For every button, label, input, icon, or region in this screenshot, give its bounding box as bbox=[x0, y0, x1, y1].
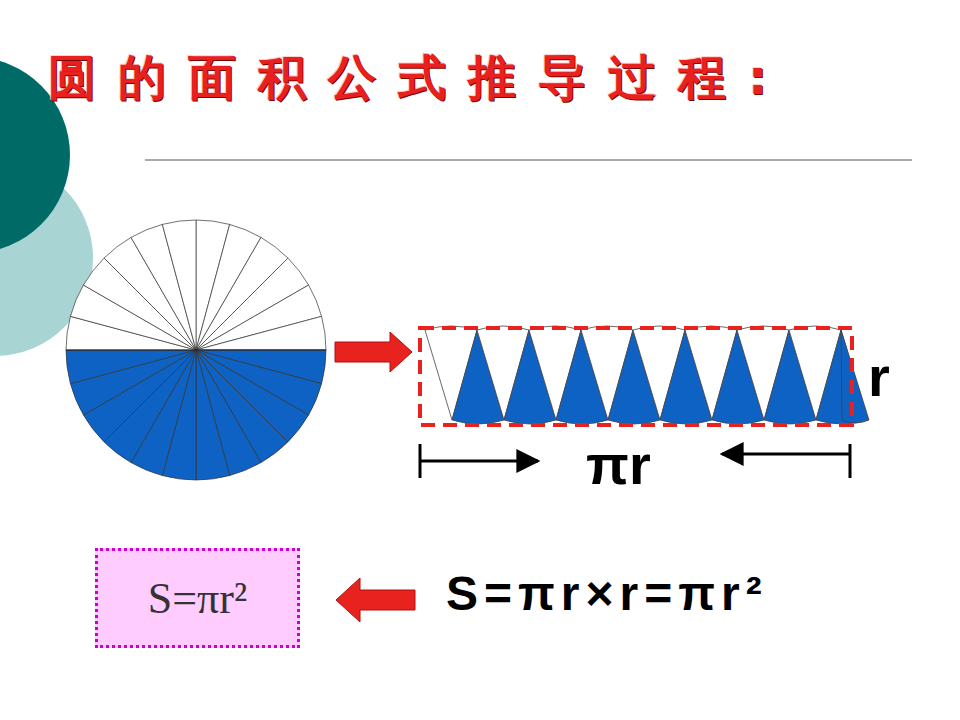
circle-sector bbox=[196, 316, 326, 350]
area-formula: S=πr×r=πr² bbox=[444, 566, 770, 621]
circle-sector bbox=[196, 350, 230, 480]
sector-circle bbox=[66, 220, 326, 480]
dashed-rectangle bbox=[420, 328, 852, 425]
red-arrow bbox=[336, 578, 415, 622]
formula-box: S=πr² bbox=[95, 548, 300, 648]
red-arrow bbox=[335, 332, 412, 372]
dimension-arrow bbox=[420, 460, 538, 463]
sector-piece bbox=[841, 330, 869, 423]
length-label: πr bbox=[584, 432, 653, 497]
rearranged-sectors bbox=[425, 326, 869, 424]
dimension-tick bbox=[849, 444, 852, 478]
slide-title: 圆的面积公式推导过程: bbox=[48, 46, 789, 110]
dimension-arrow bbox=[722, 453, 850, 456]
title-rule bbox=[145, 160, 912, 161]
diameter-line bbox=[66, 349, 326, 350]
sector-piece bbox=[816, 330, 868, 424]
formula-text: S=πr² bbox=[148, 573, 247, 624]
circle-sector bbox=[66, 350, 196, 384]
radius-label: r bbox=[866, 344, 892, 409]
circle-sector bbox=[162, 220, 196, 350]
